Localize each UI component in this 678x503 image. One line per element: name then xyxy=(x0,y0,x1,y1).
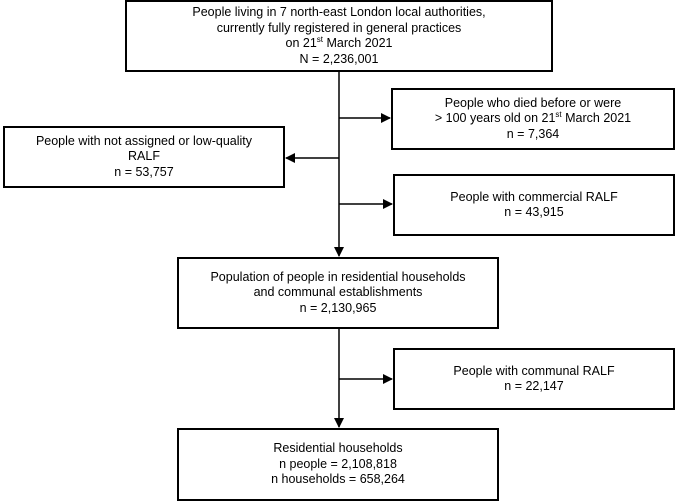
households-line-1: Residential households xyxy=(273,441,403,456)
population-line-1: Population of people in residential hous… xyxy=(210,269,466,284)
source-population-box: People living in 7 north-east London loc… xyxy=(125,0,553,72)
commercial-line-1: People with commercial RALF xyxy=(450,189,618,204)
source-line-1: People living in 7 north-east London loc… xyxy=(192,5,486,19)
died-count: n = 7,364 xyxy=(506,126,560,141)
excluded-commercial-box: People with commercial RALF n = 43,915 xyxy=(393,174,675,236)
excluded-died-box: People who died before or were > 100 yea… xyxy=(391,88,675,150)
residential-households-box: Residential households n people = 2,108,… xyxy=(177,428,499,501)
excluded-ralf-box: People with not assigned or low-quality … xyxy=(3,126,285,188)
population-box: Population of people in residential hous… xyxy=(177,257,499,329)
ralf-line-1: People with not assigned or low-quality xyxy=(35,133,253,148)
ralf-line-2: RALF xyxy=(128,149,160,164)
communal-line-1: People with communal RALF xyxy=(453,363,615,378)
population-count: n = 2,130,965 xyxy=(299,300,377,315)
ralf-count: n = 53,757 xyxy=(114,164,174,179)
source-line-2: currently fully registered in general pr… xyxy=(216,20,462,35)
excluded-communal-box: People with communal RALF n = 22,147 xyxy=(393,348,675,410)
source-count: N = 2,236,001 xyxy=(299,51,379,66)
source-line-3: on 21st March 2021 xyxy=(285,34,393,50)
died-line-1: People who died before or were xyxy=(444,95,622,110)
households-count: n households = 658,264 xyxy=(271,472,405,487)
communal-count: n = 22,147 xyxy=(504,379,564,393)
commercial-count: n = 43,915 xyxy=(504,205,564,219)
died-line-2: > 100 years old on 21st March 2021 xyxy=(434,110,632,126)
population-line-2: and communal establishments xyxy=(253,285,423,300)
households-people-count: n people = 2,108,818 xyxy=(279,456,397,471)
